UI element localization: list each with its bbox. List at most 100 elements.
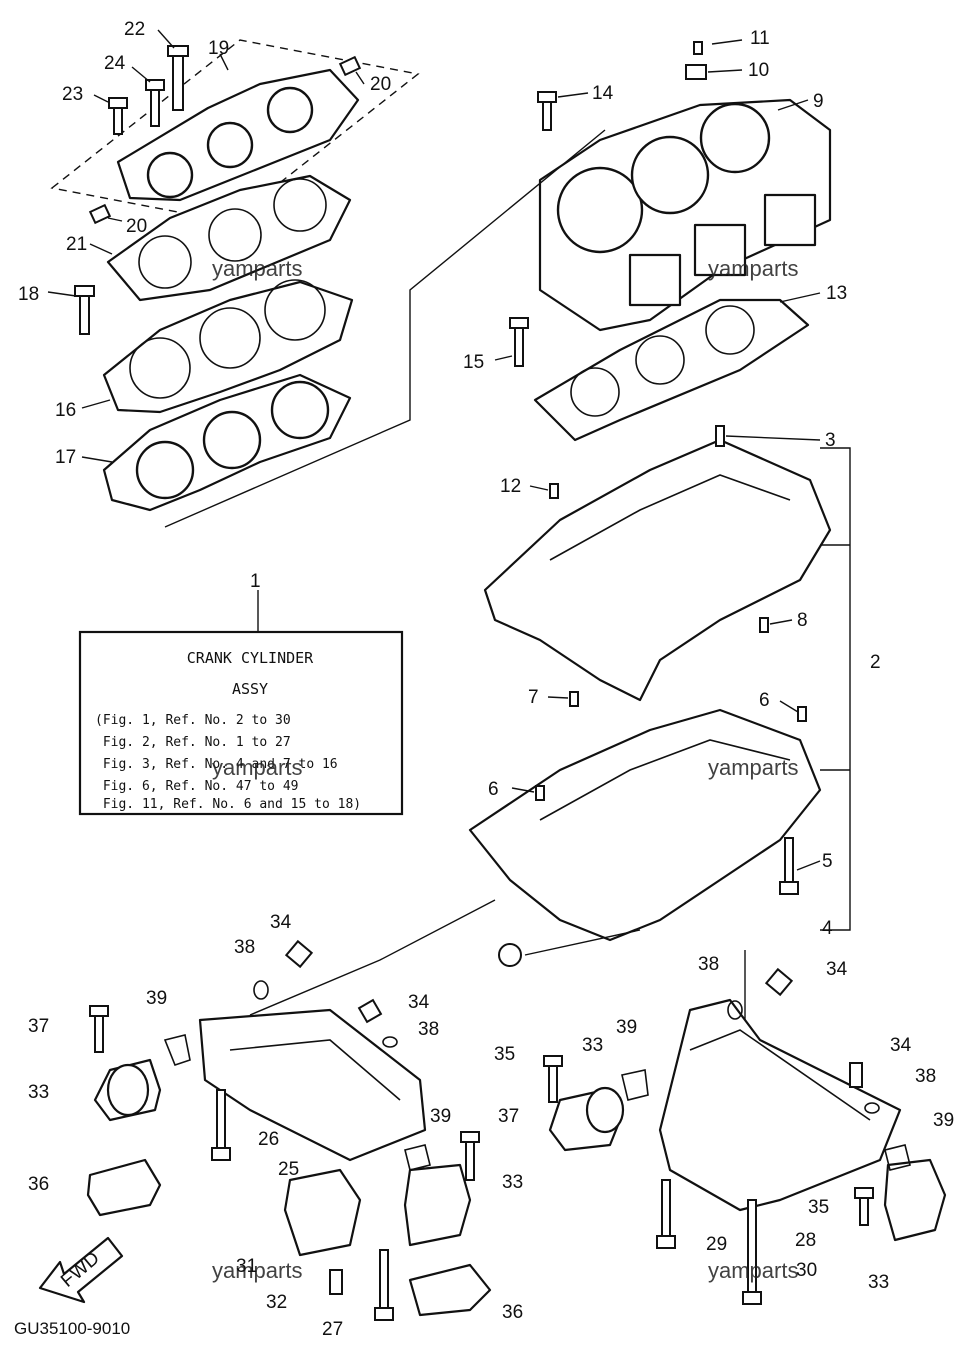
callout-39: 39	[933, 1110, 954, 1131]
callout-6: 6	[759, 690, 770, 711]
washer-38	[727, 1000, 743, 1020]
mount-plate-36-center	[408, 1263, 492, 1317]
callout-leaders	[47, 29, 821, 871]
bolt-18	[79, 293, 90, 335]
callout-10: 10	[748, 60, 769, 81]
callout-34: 34	[890, 1035, 912, 1056]
cylinder-head	[102, 280, 354, 414]
washer-38	[864, 1102, 880, 1114]
bolt-27	[379, 1249, 389, 1313]
bolt-37	[465, 1139, 475, 1181]
crankcase-lower	[468, 708, 822, 942]
bolt-5	[784, 837, 794, 889]
callout-18: 18	[18, 284, 39, 305]
bolt-29	[661, 1179, 671, 1241]
callout-20: 20	[370, 74, 391, 95]
bolt-26	[216, 1089, 226, 1151]
callout-16: 16	[55, 400, 76, 421]
right-engine-mount-group	[543, 967, 947, 1305]
callout-30: 30	[796, 1260, 817, 1281]
label-title-line2: ASSY	[232, 680, 268, 698]
label-line: Fig. 2, Ref. No. 1 to 27	[95, 735, 291, 750]
bolt-22	[172, 49, 184, 111]
bolt-15	[514, 325, 524, 367]
clip-10	[685, 64, 707, 80]
callout-21: 21	[66, 234, 87, 255]
watermark: yamparts	[212, 256, 302, 281]
mount-plate-36-left	[86, 1158, 162, 1217]
callout-34: 34	[408, 992, 430, 1013]
label-line: Fig. 3, Ref. No. 4 and 7 to 16	[95, 757, 338, 772]
callout-23: 23	[62, 84, 83, 105]
stopper-39	[884, 1144, 911, 1171]
watermark: yamparts	[212, 1258, 302, 1283]
callout-39: 39	[146, 988, 167, 1009]
callout-7: 7	[528, 687, 539, 708]
callout-32: 32	[266, 1292, 287, 1313]
pin-6	[797, 706, 807, 722]
stopper-39	[163, 1034, 191, 1066]
cylinder-head-cover-group	[50, 39, 420, 512]
engine-bracket-28	[658, 998, 902, 1212]
label-title-line1: CRANK CYLINDER	[187, 649, 314, 667]
callout-19: 19	[208, 38, 229, 59]
callout-33: 33	[28, 1082, 49, 1103]
plug-4	[498, 943, 522, 967]
bolt-34	[764, 967, 794, 997]
callout-5: 5	[822, 851, 833, 872]
callout-33: 33	[582, 1035, 603, 1056]
callout-36: 36	[28, 1174, 49, 1195]
callout-8: 8	[797, 610, 808, 631]
bolt-34	[284, 939, 314, 969]
callout-38: 38	[418, 1019, 439, 1040]
bolt-32	[329, 1269, 343, 1295]
callout-39: 39	[430, 1106, 451, 1127]
mount-31	[283, 1168, 362, 1257]
callout-numbers: 11 10 9 14 13 15 3 12 8 2 7 6 6 5 4 1 22…	[18, 19, 954, 1340]
stopper-39	[621, 1069, 649, 1101]
washer-38	[382, 1036, 398, 1048]
crankcase-upper	[483, 438, 832, 702]
callout-33: 33	[868, 1272, 889, 1293]
watermark: yamparts	[708, 1258, 798, 1283]
callout-38: 38	[915, 1066, 936, 1087]
callout-37: 37	[28, 1016, 49, 1037]
callout-17: 17	[55, 447, 76, 468]
bolt-37	[94, 1011, 104, 1053]
washer-38	[253, 980, 269, 1000]
crank-cylinder-assy-label: CRANK CYLINDER ASSY (Fig. 1, Ref. No. 2 …	[78, 590, 404, 816]
dowel-pin-20	[338, 55, 362, 77]
bolt-35	[859, 1194, 869, 1226]
callout-13: 13	[826, 283, 847, 304]
label-line: Fig. 11, Ref. No. 6 and 15 to 18)	[95, 797, 361, 812]
callout-37: 37	[498, 1106, 519, 1127]
callout-36: 36	[502, 1302, 523, 1323]
dowel-pin-20	[88, 203, 112, 225]
pin-8	[759, 617, 769, 633]
cover-gasket	[106, 174, 352, 302]
label-line: (Fig. 1, Ref. No. 2 to 30	[95, 713, 291, 728]
callout-35: 35	[808, 1197, 829, 1218]
callout-34: 34	[826, 959, 848, 980]
left-engine-mount-group	[86, 939, 492, 1321]
callout-28: 28	[795, 1230, 816, 1251]
callout-1: 1	[250, 571, 261, 592]
callout-6: 6	[488, 779, 499, 800]
bolt-34	[357, 998, 383, 1024]
callout-33: 33	[502, 1172, 523, 1193]
callout-3: 3	[825, 430, 836, 451]
callout-25: 25	[278, 1159, 299, 1180]
watermark: yamparts	[708, 256, 798, 281]
pin-7	[569, 691, 579, 707]
callout-27: 27	[322, 1319, 343, 1340]
engine-bracket-25	[198, 1008, 427, 1162]
bolt-24	[150, 85, 160, 127]
callout-29: 29	[706, 1234, 727, 1255]
watermark: yamparts	[708, 755, 798, 780]
callout-34: 34	[270, 912, 292, 933]
callout-12: 12	[500, 476, 521, 497]
callout-15: 15	[463, 352, 484, 373]
callout-2: 2	[870, 652, 881, 673]
callout-11: 11	[750, 28, 770, 49]
